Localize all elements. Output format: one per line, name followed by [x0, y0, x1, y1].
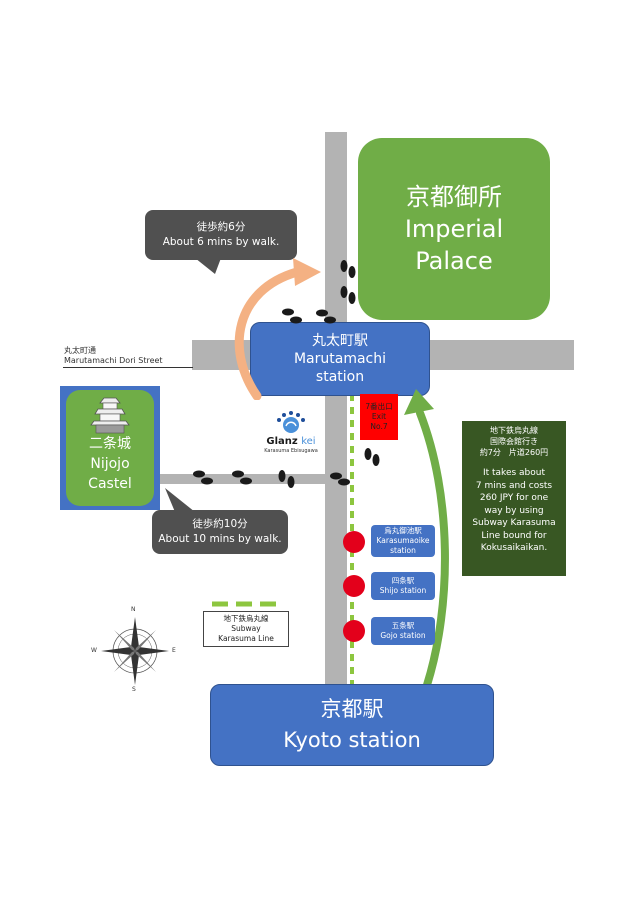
- exit-en1: Exit: [371, 412, 387, 421]
- compass-rose: N S W E: [88, 606, 182, 694]
- exit-en2: No.7: [370, 422, 388, 431]
- compass-s: S: [132, 686, 136, 693]
- legend-en2: Karasuma Line: [218, 634, 274, 643]
- walk-6-callout: 徒歩約6分 About 6 mins by walk.: [145, 210, 297, 260]
- hotel-logo-sub: Karasuma Ebisugawa: [264, 448, 318, 454]
- station-dot-karasumaoike: [343, 531, 365, 553]
- subway-note-en-5: Line bound for: [481, 530, 547, 541]
- walk-10-en: About 10 mins by walk.: [158, 533, 282, 545]
- orange-arrow: [234, 258, 321, 400]
- imperial-palace-en2: Palace: [415, 247, 493, 275]
- station-jp: 五条駅: [391, 621, 415, 630]
- imperial-palace-jp: 京都御所: [406, 183, 502, 211]
- marutamachi-station-box: 丸太町駅 Marutamachi station: [250, 322, 430, 396]
- marutamachi-station-en1: Marutamachi: [293, 351, 387, 367]
- subway-note-en-6: Kokusaikaikan.: [480, 543, 548, 553]
- subway-note: 地下鉄烏丸線 国際会館行き 約7分 片道260円 It takes about …: [462, 421, 566, 576]
- exit-7-box: 7番出口 Exit No.7: [360, 394, 398, 440]
- street-label-en: Marutamachi Dori Street: [64, 356, 163, 365]
- walk-10-jp: 徒歩約10分: [192, 518, 248, 530]
- vertical-road-south: [325, 390, 347, 690]
- walk-6-callout-tail: [195, 258, 221, 274]
- hotel-logo-icon: [277, 411, 305, 433]
- station-box-gojo: 五条駅 Gojo station: [371, 617, 435, 645]
- legend-jp: 地下鉄烏丸線: [223, 614, 269, 623]
- hotel-logo-suffix: kei: [301, 436, 316, 447]
- imperial-palace-en1: Imperial: [404, 215, 504, 243]
- marutamachi-station-jp: 丸太町駅: [312, 333, 368, 349]
- station-dot-gojo: [343, 620, 365, 642]
- station-box-karasumaoike: 烏丸御池駅 Karasumaoike station: [371, 525, 435, 557]
- nijojo-block: 二条城 Nijojo Castel: [66, 390, 154, 506]
- station-jp: 烏丸御池駅: [384, 526, 422, 535]
- compass-n: N: [131, 606, 136, 613]
- subway-note-jp2: 国際会館行き: [490, 437, 538, 446]
- walk-6-en: About 6 mins by walk.: [162, 236, 280, 248]
- station-en: Karasumaoike station: [376, 536, 430, 555]
- subway-note-en-1: 7 mins and costs: [475, 480, 553, 491]
- imperial-palace-block: 京都御所 Imperial Palace: [358, 138, 550, 320]
- walk-10-callout-tail: [165, 488, 195, 512]
- nijojo-jp: 二条城: [89, 436, 131, 452]
- legend-box: 地下鉄烏丸線 Subway Karasuma Line: [203, 611, 289, 647]
- green-arrow: [404, 389, 449, 689]
- street-label-jp: 丸太町通: [64, 346, 96, 355]
- compass-icon: [101, 617, 169, 685]
- subway-note-en-4: Subway Karasuma: [472, 518, 556, 528]
- station-en: Gojo station: [380, 631, 426, 640]
- subway-note-jp1: 地下鉄烏丸線: [490, 426, 538, 435]
- hotel-logo: Glanz kei Karasuma Ebisugawa: [256, 410, 326, 455]
- compass-e: E: [172, 647, 176, 654]
- nijojo-en1: Nijojo: [90, 456, 130, 472]
- kyoto-station-box: 京都駅 Kyoto station: [210, 684, 494, 766]
- compass-w: W: [91, 647, 97, 654]
- subway-note-jp3: 約7分 片道260円: [479, 448, 549, 457]
- nijojo-en2: Castel: [88, 476, 132, 492]
- station-box-shijo: 四条駅 Shijo station: [371, 572, 435, 600]
- street-underline: [63, 367, 193, 368]
- marutamachi-station-en2: station: [315, 369, 365, 385]
- walk-10-callout: 徒歩約10分 About 10 mins by walk.: [152, 510, 288, 554]
- station-dot-shijo: [343, 575, 365, 597]
- station-en: Shijo station: [379, 586, 427, 595]
- kyoto-station-jp: 京都駅: [320, 697, 384, 721]
- kyoto-station-en: Kyoto station: [283, 728, 421, 752]
- street-label: 丸太町通 Marutamachi Dori Street: [64, 346, 163, 366]
- subway-note-en-3: way by using: [484, 505, 544, 516]
- subway-note-en-0: It takes about: [482, 468, 546, 478]
- legend-en1: Subway: [231, 624, 261, 633]
- hotel-logo-name: Glanz: [266, 436, 298, 447]
- walk-6-jp: 徒歩約6分: [196, 221, 246, 233]
- station-jp: 四条駅: [391, 576, 415, 585]
- vertical-road-north: [325, 132, 347, 337]
- legend-line: [212, 601, 280, 607]
- subway-note-en-2: 260 JPY for one: [479, 493, 549, 503]
- exit-jp: 7番出口: [365, 402, 393, 411]
- castle-icon: [90, 397, 130, 434]
